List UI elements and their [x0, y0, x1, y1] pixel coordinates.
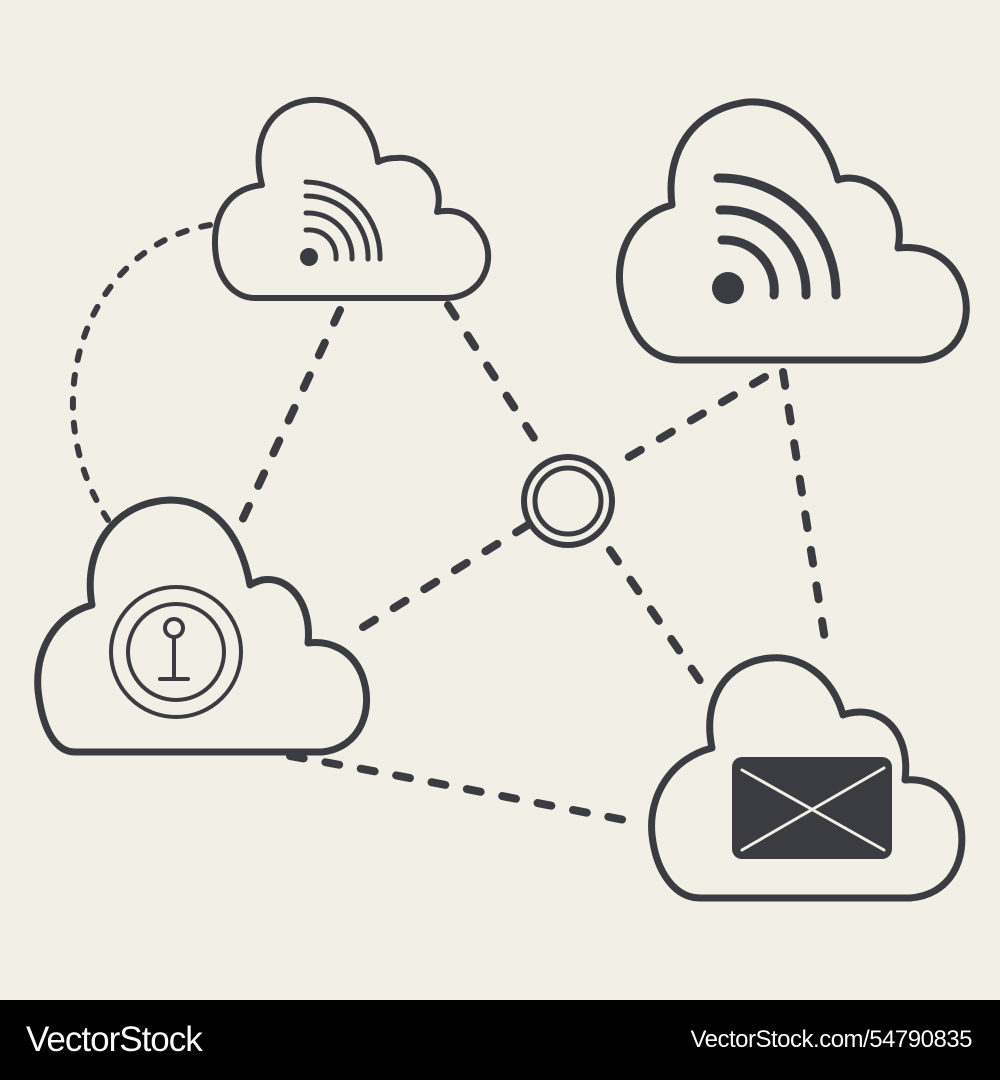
- brand-logo: VectorStock: [26, 1020, 203, 1059]
- wifi-icon: [712, 173, 841, 304]
- cloud-bottom-left: [34, 496, 370, 756]
- cloud-bottom-right: [648, 654, 966, 902]
- connector-topleft-to-bottomleft-arc: [70, 222, 213, 523]
- connector-topleft-to-hub: [444, 301, 549, 459]
- connector-lines: [70, 222, 829, 826]
- connector-topleft-to-bottomleft: [236, 306, 344, 529]
- image-id-label: VectorStock.com/54790835: [690, 1026, 972, 1053]
- connector-topright-to-hub: [606, 373, 769, 472]
- connector-hub-to-bottomleft: [351, 521, 532, 636]
- wifi-icon: [300, 179, 383, 266]
- connector-bottomleft-to-bottomright: [286, 752, 639, 826]
- connector-hub-to-bottomright: [606, 546, 709, 692]
- watermark-footer: VectorStock VectorStock.com/54790835: [0, 1000, 1000, 1080]
- cloud-top-right: [615, 98, 970, 364]
- envelope-icon: [732, 757, 892, 859]
- cloud-network-illustration: [34, 96, 970, 902]
- hub-node-icon: [521, 454, 615, 548]
- connector-topright-to-bottomright: [779, 368, 829, 644]
- cloud-top-left: [211, 96, 491, 301]
- info-icon: [109, 585, 243, 719]
